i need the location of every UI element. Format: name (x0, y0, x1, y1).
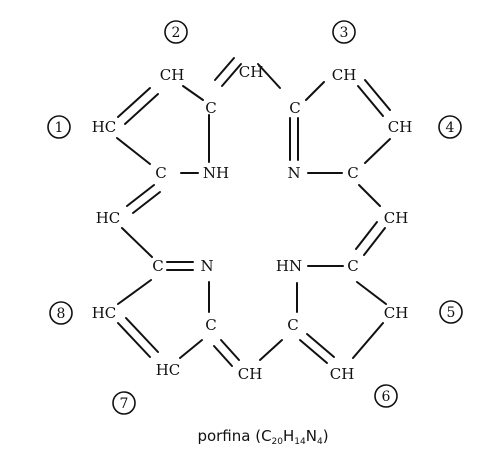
bonds (116, 57, 391, 367)
bond-cntop-ch4 (364, 138, 391, 164)
ring-number-8: 8 (49, 301, 73, 325)
atom-c-c: C (205, 316, 216, 334)
atom-ch-2: CH (160, 66, 185, 84)
atom-hc-bridge-left: HC (96, 209, 121, 227)
atom-ch-4: CH (388, 118, 413, 136)
caption-c-subscript: 20 (272, 437, 284, 447)
ring-number-4-label: 4 (446, 120, 455, 136)
ring-number-7-circle (112, 391, 136, 415)
ring-number-3: 3 (332, 20, 356, 44)
atom-c-nh-top: C (155, 164, 166, 182)
bond-cb-ch3 (305, 81, 325, 101)
bond-ch5-ch6 (352, 322, 384, 359)
ring-number-4: 4 (438, 115, 462, 139)
atom-nh-top: NH (203, 164, 229, 182)
ring-number-7: 7 (112, 391, 136, 415)
bond-chnb-ch5 (356, 281, 387, 305)
bond-chbr-chnb-a (363, 227, 386, 256)
caption: porfina (C20H14N4) (197, 427, 328, 447)
atom-ch-3: CH (332, 66, 357, 84)
ring-number-2-label: 2 (172, 25, 181, 41)
atom-c-n-bottom: C (152, 257, 163, 275)
caption-h-subscript: 14 (294, 437, 306, 447)
ring-number-3-circle (332, 20, 356, 44)
ring-number-8-circle (49, 301, 73, 325)
bond-hc8-hc7-b (125, 317, 159, 353)
caption-n: N (306, 427, 317, 445)
atom-n-bottom: N (200, 257, 213, 275)
ring-number-6-label: 6 (382, 389, 391, 405)
atom-n-top: N (287, 164, 300, 182)
bond-ca-chtop-b (214, 57, 235, 81)
atom-c-hn-bottom: C (347, 257, 358, 275)
ring-number-8-label: 8 (57, 306, 66, 322)
bond-cc-chbot-b (213, 345, 233, 367)
atom-hc-7: HC (156, 361, 181, 379)
atom-c-n-top: C (347, 164, 358, 182)
ring-number-6: 6 (374, 384, 398, 408)
ring-number-4-circle (438, 115, 462, 139)
caption-main: porfina (C (197, 427, 271, 445)
atom-ch-6: CH (330, 365, 355, 383)
ring-number-1: 1 (47, 115, 71, 139)
bond-cnb-hc8 (117, 279, 152, 305)
caption-h: H (283, 427, 294, 445)
bond-ch3-ch4-b (364, 79, 391, 111)
bond-cd-ch6-a (299, 339, 328, 364)
ring-number-1-circle (47, 115, 71, 139)
bond-hc7-cc (179, 339, 203, 359)
atom-labels: CH CH CH HC C C CH C NH N C HC CH C N HN… (92, 63, 413, 383)
atom-ch-bridge-top: CH (239, 63, 264, 81)
ring-number-markers: 1 2 3 4 5 6 7 8 (47, 20, 463, 415)
ring-number-6-circle (374, 384, 398, 408)
ring-number-2: 2 (164, 20, 188, 44)
ring-number-5-circle (439, 300, 463, 324)
ring-number-7-label: 7 (120, 396, 129, 412)
atom-ch-bridge-bottom: CH (238, 365, 263, 383)
bond-cd-ch6-b (306, 333, 335, 358)
bond-hcbl-cnb (121, 227, 153, 258)
bond-ch2-ca (182, 85, 204, 101)
bond-ch3-ch4-a (357, 85, 384, 117)
bond-chtop-cb (257, 63, 281, 89)
caption-n-subscript: 4 (317, 437, 323, 447)
atom-hn-bottom: HN (276, 257, 302, 275)
bond-hc1-cnh (116, 137, 151, 165)
caption-close: ) (323, 427, 329, 445)
bond-ca-chtop-a (221, 63, 242, 87)
atom-ch-bridge-right: CH (384, 209, 409, 227)
atom-ch-5: CH (384, 304, 409, 322)
bond-cc-chbot-a (220, 339, 240, 361)
ring-number-2-circle (164, 20, 188, 44)
ring-number-5: 5 (439, 300, 463, 324)
atom-c-b: C (289, 99, 300, 117)
atom-c-a: C (205, 99, 216, 117)
bond-chbr-chnb-b (355, 221, 378, 250)
bond-hc1-ch2-a (117, 87, 151, 118)
ring-number-5-label: 5 (447, 305, 456, 321)
bond-hc1-ch2-b (124, 93, 159, 125)
atom-hc-8: HC (92, 304, 117, 322)
ring-number-1-label: 1 (55, 120, 64, 136)
bond-chbot-cd (259, 339, 283, 361)
bond-cnh-hcbl-b (132, 191, 161, 214)
atom-c-d: C (287, 316, 298, 334)
bond-hc8-hc7-a (117, 322, 151, 358)
bond-cnh-hcbl-a (126, 184, 155, 207)
atom-hc-1: HC (92, 118, 117, 136)
ring-number-3-label: 3 (340, 25, 349, 41)
bond-cntop-chbr (358, 184, 381, 207)
